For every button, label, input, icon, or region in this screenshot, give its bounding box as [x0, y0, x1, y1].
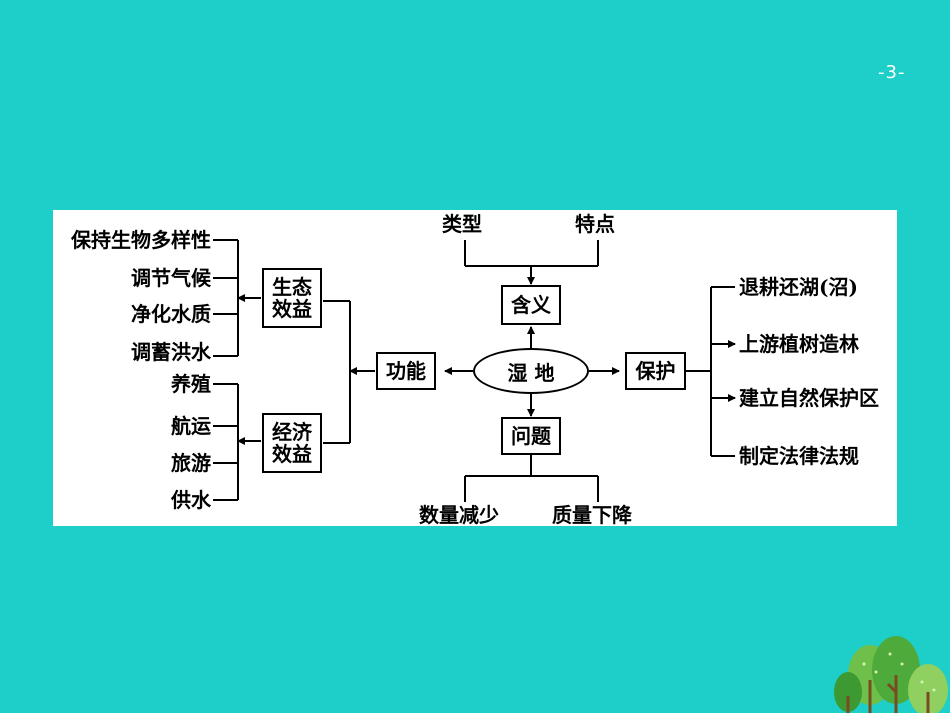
wetland-concept-map: 类型 特点 含义 湿 地 问题 数量减少 质量下降 功能 生态 效益 经济 效益… [53, 210, 897, 526]
eco-item-water-purification: 净化水质 [131, 302, 211, 326]
protect-item-laws: 制定法律法规 [739, 444, 859, 468]
eco-item-biodiversity: 保持生物多样性 [71, 228, 211, 252]
decorative-trees-icon [834, 636, 948, 713]
meaning-box: 含义 [501, 285, 561, 325]
econ-item-aquaculture: 养殖 [171, 372, 211, 396]
econ-item-water-supply: 供水 [171, 488, 211, 512]
wetland-center-node: 湿 地 [473, 348, 589, 394]
eco-item-flood-storage: 调蓄洪水 [131, 340, 211, 364]
connector-lines [213, 239, 736, 502]
protect-item-nature-reserve: 建立自然保护区 [739, 386, 879, 410]
economic-benefit-line2: 效益 [272, 442, 312, 466]
function-box: 功能 [376, 352, 436, 390]
econ-item-tourism: 旅游 [171, 451, 211, 475]
econ-item-shipping: 航运 [171, 414, 211, 438]
ecological-benefit-line1: 生态 [272, 275, 312, 299]
output-quality-decline: 质量下降 [552, 503, 632, 527]
output-quantity-decrease: 数量减少 [419, 503, 499, 527]
ecological-benefit-line2: 效益 [272, 297, 312, 321]
economic-benefit-box: 经济 效益 [262, 413, 322, 473]
eco-item-climate: 调节气候 [131, 266, 211, 290]
protect-item-return-farmland: 退耕还湖(沼) [739, 275, 858, 299]
economic-benefit-line1: 经济 [272, 420, 312, 444]
page-number: -3- [878, 62, 906, 83]
problem-box: 问题 [501, 417, 561, 455]
protection-box: 保护 [625, 352, 686, 390]
ecological-benefit-box: 生态 效益 [262, 268, 322, 328]
input-type: 类型 [442, 212, 482, 236]
protect-item-afforestation: 上游植树造林 [739, 332, 859, 356]
input-features: 特点 [575, 212, 615, 236]
